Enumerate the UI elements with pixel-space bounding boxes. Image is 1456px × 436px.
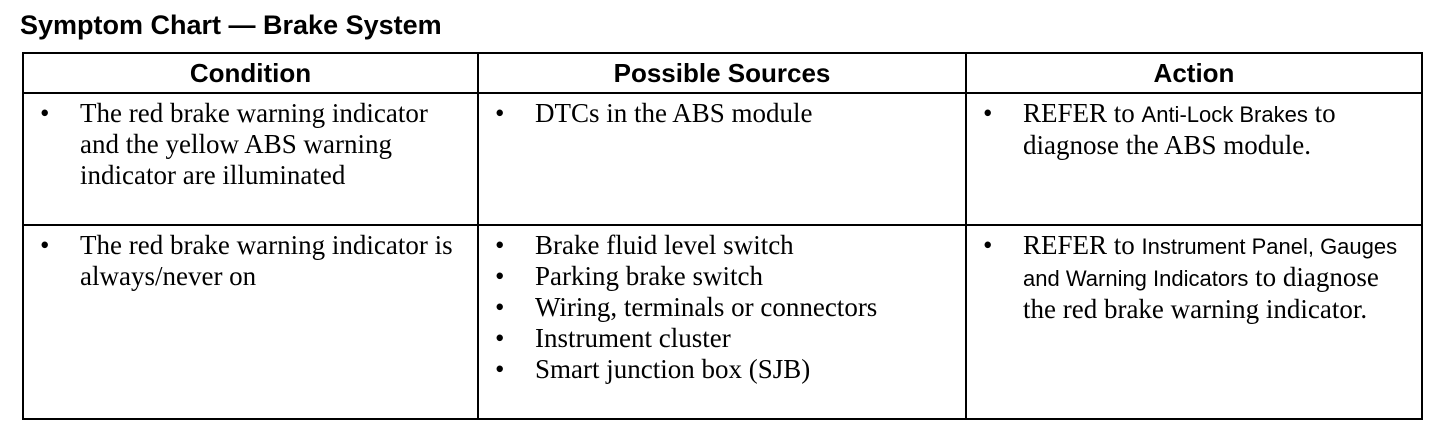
bullet-icon: •: [495, 354, 505, 384]
action-list: • REFER to Instrument Panel, Gauges and …: [975, 230, 1411, 325]
possible-sources-cell: • Brake fluid level switch • Parking bra…: [477, 224, 967, 420]
list-item: • DTCs in the ABS module: [487, 98, 955, 129]
table-header-row: Condition Possible Sources Action: [22, 52, 1423, 94]
list-item: • Brake fluid level switch: [487, 230, 955, 261]
action-purpose-text: to diagnose the ABS module.: [1023, 98, 1336, 160]
symptom-table: Condition Possible Sources Action • The …: [22, 52, 1423, 420]
condition-text: The red brake warning indicator and the …: [80, 98, 428, 190]
bullet-icon: •: [495, 323, 505, 353]
section-reference: Anti-Lock Brakes: [1141, 102, 1308, 127]
column-header-action: Action: [965, 52, 1423, 94]
list-item: • The red brake warning indicator is alw…: [32, 230, 467, 292]
column-header-condition: Condition: [22, 52, 479, 94]
possible-sources-cell: • DTCs in the ABS module: [477, 92, 967, 226]
action-refer-text: REFER to: [1023, 98, 1135, 128]
action-cell: • REFER to Anti-Lock Brakes to diagnose …: [965, 92, 1423, 226]
list-item: • REFER to Instrument Panel, Gauges and …: [975, 230, 1411, 325]
list-item: • REFER to Anti-Lock Brakes to diagnose …: [975, 98, 1411, 161]
action-list: • REFER to Anti-Lock Brakes to diagnose …: [975, 98, 1411, 161]
bullet-icon: •: [495, 292, 505, 322]
bullet-icon: •: [983, 230, 993, 260]
action-cell: • REFER to Instrument Panel, Gauges and …: [965, 224, 1423, 420]
sources-list: • DTCs in the ABS module: [487, 98, 955, 129]
source-text: Wiring, terminals or connectors: [535, 292, 878, 322]
action-refer-text: REFER to: [1023, 230, 1135, 260]
condition-text: The red brake warning indicator is alway…: [80, 230, 453, 291]
condition-cell: • The red brake warning indicator is alw…: [22, 224, 479, 420]
bullet-icon: •: [40, 98, 50, 128]
source-text: Parking brake switch: [535, 261, 763, 291]
sources-list: • Brake fluid level switch • Parking bra…: [487, 230, 955, 385]
source-text: DTCs in the ABS module: [535, 98, 813, 128]
section-reference: Instrument Panel, Gauges and Warning Ind…: [1023, 234, 1398, 291]
source-text: Brake fluid level switch: [535, 230, 794, 260]
list-item: • The red brake warning indicator and th…: [32, 98, 467, 191]
list-item: • Smart junction box (SJB): [487, 354, 955, 385]
bullet-icon: •: [983, 98, 993, 128]
condition-cell: • The red brake warning indicator and th…: [22, 92, 479, 226]
bullet-icon: •: [495, 98, 505, 128]
list-item: • Instrument cluster: [487, 323, 955, 354]
bullet-icon: •: [495, 230, 505, 260]
column-header-possible-sources: Possible Sources: [477, 52, 967, 94]
bullet-icon: •: [40, 230, 50, 260]
condition-list: • The red brake warning indicator is alw…: [32, 230, 467, 292]
page-title: Symptom Chart — Brake System: [20, 10, 442, 40]
table-row: • The red brake warning indicator and th…: [22, 92, 1423, 226]
source-text: Instrument cluster: [535, 323, 731, 353]
action-purpose-text: to diagnose the red brake warning indica…: [1023, 262, 1379, 324]
list-item: • Parking brake switch: [487, 261, 955, 292]
list-item: • Wiring, terminals or connectors: [487, 292, 955, 323]
condition-list: • The red brake warning indicator and th…: [32, 98, 467, 191]
source-text: Smart junction box (SJB): [535, 354, 811, 384]
table-row: • The red brake warning indicator is alw…: [22, 224, 1423, 420]
bullet-icon: •: [495, 261, 505, 291]
